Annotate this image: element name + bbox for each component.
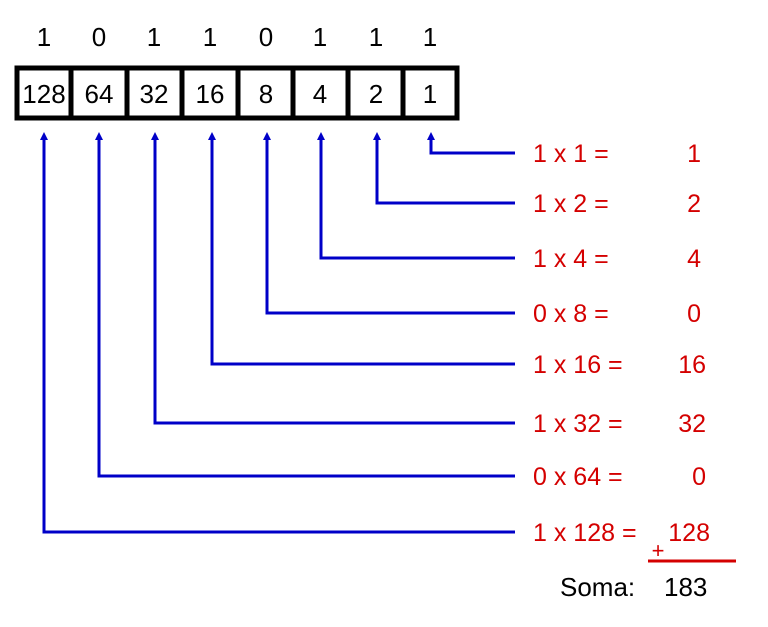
arrow-to-cell-16 xyxy=(208,132,515,366)
result-value: 16 xyxy=(678,351,706,379)
equation-column: 1 x 1 = 1 x 2 = 1 x 4 = 0 x 8 = 1 x 16 =… xyxy=(533,140,637,547)
equation-label: 1 x 4 = xyxy=(533,245,609,273)
place-value: 16 xyxy=(196,79,225,109)
place-value: 32 xyxy=(140,79,169,109)
bit-row: 1 0 1 1 0 1 1 1 xyxy=(37,22,437,52)
bit-digit: 1 xyxy=(313,22,327,52)
place-value: 8 xyxy=(259,79,273,109)
result-value: 2 xyxy=(687,190,701,218)
place-value: 1 xyxy=(423,79,437,109)
connector-arrows xyxy=(40,132,515,534)
bit-digit: 0 xyxy=(259,22,273,52)
sum-value: 183 xyxy=(664,572,707,602)
result-value: 128 xyxy=(668,519,710,547)
equation-label: 1 x 128 = xyxy=(533,519,637,547)
result-value: 0 xyxy=(692,463,706,491)
sum-label: Soma: xyxy=(560,572,635,602)
bit-digit: 1 xyxy=(203,22,217,52)
equation-label: 0 x 64 = xyxy=(533,463,623,491)
plus-sign: + xyxy=(652,538,665,563)
result-value: 1 xyxy=(687,140,701,168)
place-value: 128 xyxy=(22,79,65,109)
equation-label: 1 x 2 = xyxy=(533,190,609,218)
result-value: 0 xyxy=(687,300,701,328)
place-value: 64 xyxy=(85,79,114,109)
bit-digit: 1 xyxy=(37,22,51,52)
arrow-to-cell-8 xyxy=(263,132,515,315)
arrow-to-cell-32 xyxy=(151,132,515,425)
place-value-box: 128 64 32 16 8 4 2 1 xyxy=(14,65,460,121)
bit-digit: 1 xyxy=(423,22,437,52)
equation-label: 1 x 32 = xyxy=(533,410,623,438)
equation-label: 1 x 16 = xyxy=(533,351,623,379)
place-value: 4 xyxy=(313,79,327,109)
bit-digit: 1 xyxy=(369,22,383,52)
result-value: 32 xyxy=(678,410,706,438)
equation-label: 0 x 8 = xyxy=(533,300,609,328)
equation-label: 1 x 1 = xyxy=(533,140,609,168)
bit-digit: 0 xyxy=(92,22,106,52)
result-column: 1 2 4 0 16 32 0 128 xyxy=(668,140,710,547)
bit-digit: 1 xyxy=(147,22,161,52)
sum-block: + Soma: 183 xyxy=(560,538,736,602)
arrow-to-cell-4 xyxy=(317,132,515,260)
result-value: 4 xyxy=(687,245,701,273)
arrow-to-cell-64 xyxy=(95,132,515,478)
arrow-to-cell-1 xyxy=(427,132,515,155)
arrow-to-cell-2 xyxy=(373,132,515,205)
arrow-to-cell-128 xyxy=(40,132,515,534)
place-value: 2 xyxy=(369,79,383,109)
